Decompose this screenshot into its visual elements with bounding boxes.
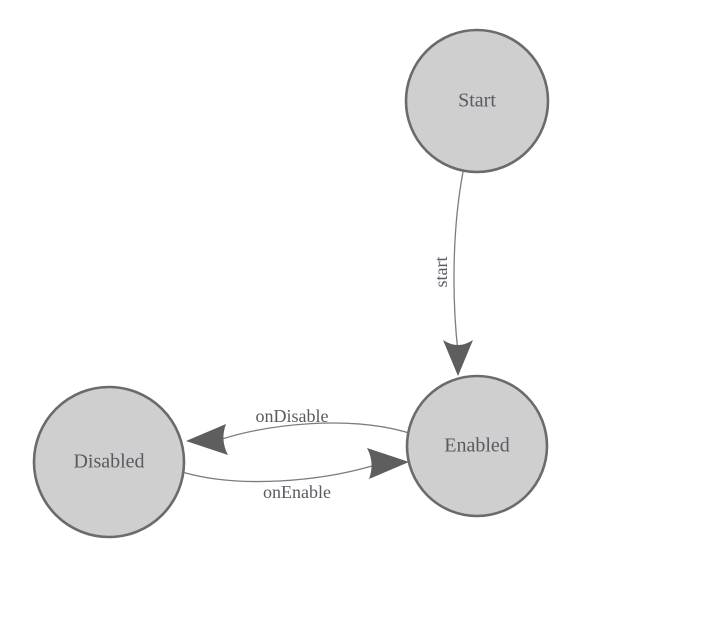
- arrowhead-disabled-to-enabled: [367, 448, 409, 479]
- node-start[interactable]: Start: [404, 28, 550, 174]
- node-circle-enabled: [405, 374, 549, 518]
- node-label-start: Start: [458, 90, 496, 112]
- node-circle-start: [404, 28, 550, 174]
- edge-line-disabled-to-enabled: [181, 465, 373, 483]
- edge-label-start: start: [431, 257, 451, 288]
- edge-start-to-enabled[interactable]: start: [431, 171, 473, 376]
- edge-line-start-to-enabled: [453, 171, 464, 353]
- edge-label-on-disable: onDisable: [256, 406, 329, 426]
- edge-line-enabled-to-disabled: [221, 422, 410, 440]
- node-label-enabled: Enabled: [444, 435, 510, 457]
- node-enabled[interactable]: Enabled: [405, 374, 549, 518]
- edge-enabled-to-disabled[interactable]: onDisable: [186, 406, 410, 455]
- node-disabled[interactable]: Disabled: [32, 385, 186, 539]
- node-circle-disabled: [32, 385, 186, 539]
- node-label-disabled: Disabled: [73, 451, 144, 473]
- edge-label-on-enable: onEnable: [263, 482, 331, 502]
- edge-disabled-to-enabled[interactable]: onEnable: [181, 448, 409, 502]
- arrowhead-start-to-enabled: [443, 340, 473, 376]
- arrowhead-enabled-to-disabled: [186, 424, 228, 455]
